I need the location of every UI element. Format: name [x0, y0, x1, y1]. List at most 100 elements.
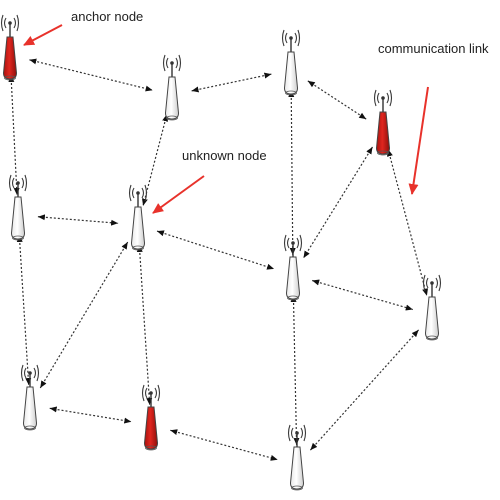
node-body: [424, 296, 440, 340]
radio-wave-icon: [422, 274, 426, 292]
antenna-tip-icon: [170, 61, 174, 65]
radio-wave-icon: [438, 274, 442, 292]
radio-wave-icon: [386, 92, 390, 104]
antenna-tip-icon: [381, 96, 385, 100]
node-base: [426, 335, 438, 341]
radio-wave-icon: [23, 367, 27, 379]
communication-link-callout: communication link: [378, 41, 489, 195]
radio-wave-icon: [21, 177, 25, 189]
radio-wave-icon: [165, 57, 169, 69]
radio-wave-icon: [24, 174, 28, 192]
radio-wave-icon: [435, 277, 439, 289]
radio-wave-icon: [389, 89, 393, 107]
radio-wave-icon: [286, 237, 290, 249]
radio-wave-icon: [281, 29, 285, 47]
node-base: [24, 425, 36, 431]
link-n7-n8: [312, 279, 413, 311]
node-body: [10, 196, 26, 240]
link-n3-n4: [307, 80, 367, 120]
radio-wave-icon: [287, 424, 291, 442]
anchor-node-n1: [0, 14, 20, 81]
node-body: [283, 51, 299, 95]
node-body: [2, 36, 18, 80]
link-n5-n6: [37, 214, 119, 226]
link-n4-n7: [302, 146, 374, 259]
radio-wave-icon: [297, 29, 301, 47]
radio-wave-icon: [128, 184, 132, 202]
radio-wave-icon: [16, 14, 20, 32]
communication-links: [8, 58, 429, 461]
link-callout-arrow: [408, 86, 429, 195]
node-body: [164, 76, 180, 120]
node-base: [145, 445, 157, 451]
radio-wave-icon: [300, 427, 304, 439]
unknown-node-n3: [281, 29, 301, 96]
antenna-tip-icon: [289, 36, 293, 40]
node-body: [130, 206, 146, 250]
unknown-node-n7: [283, 234, 303, 301]
radio-wave-icon: [131, 187, 135, 199]
unknown-node-callout: unknown node: [152, 148, 267, 214]
radio-wave-icon: [303, 424, 307, 442]
link-n6-n10: [136, 244, 153, 406]
radio-wave-icon: [154, 387, 158, 399]
link-n3-n7: [288, 89, 296, 256]
anchor-node-n10: [141, 384, 161, 451]
anchor-node-label: anchor node: [71, 9, 143, 24]
link-n6-n9: [39, 241, 129, 389]
unknown-node-n5: [8, 174, 28, 241]
antenna-tip-icon: [28, 371, 32, 375]
radio-wave-icon: [299, 234, 303, 252]
radio-wave-icon: [290, 427, 294, 439]
radio-wave-icon: [36, 364, 40, 382]
link-n8-n11: [309, 329, 420, 451]
antenna-tip-icon: [291, 241, 295, 245]
unknown-node-n9: [20, 364, 40, 431]
radio-wave-icon: [11, 177, 15, 189]
anchor-node-callout: anchor node: [23, 9, 143, 46]
link-n9-n10: [49, 406, 132, 424]
link-n1-n2: [29, 58, 153, 92]
node-base: [291, 485, 303, 491]
link-n7-n11: [290, 294, 300, 446]
radio-wave-icon: [284, 32, 288, 44]
antenna-tip-icon: [136, 191, 140, 195]
radio-wave-icon: [294, 32, 298, 44]
node-body: [22, 386, 38, 430]
link-n1-n5: [8, 74, 20, 196]
antenna-tip-icon: [16, 181, 20, 185]
antenna-tip-icon: [295, 431, 299, 435]
antenna-tip-icon: [149, 391, 153, 395]
radio-wave-icon: [144, 184, 148, 202]
node-body: [285, 256, 301, 300]
radio-wave-icon: [296, 237, 300, 249]
node-base: [12, 235, 24, 241]
antenna-tip-icon: [8, 21, 12, 25]
radio-wave-icon: [178, 54, 182, 72]
radio-wave-icon: [141, 187, 145, 199]
node-body: [375, 111, 391, 155]
radio-wave-icon: [373, 89, 377, 107]
radio-wave-icon: [376, 92, 380, 104]
network-nodes: [0, 14, 442, 491]
radio-wave-icon: [425, 277, 429, 289]
radio-wave-icon: [3, 17, 7, 29]
link-n4-n8: [386, 149, 429, 296]
radio-wave-icon: [13, 17, 17, 29]
node-base: [166, 115, 178, 121]
anchor-node-n4: [373, 89, 393, 156]
communication-link-label: communication link: [378, 41, 489, 56]
node-base: [377, 150, 389, 156]
node-body: [143, 406, 159, 450]
radio-wave-icon: [33, 367, 37, 379]
link-n6-n7: [156, 230, 275, 270]
radio-wave-icon: [141, 384, 145, 402]
unknown-node-n8: [422, 274, 442, 341]
link-n2-n3: [191, 72, 272, 93]
radio-wave-icon: [0, 14, 4, 32]
unknown-node-n11: [287, 424, 307, 491]
node-base: [132, 245, 144, 251]
link-n10-n11: [170, 429, 278, 461]
node-base: [285, 90, 297, 96]
